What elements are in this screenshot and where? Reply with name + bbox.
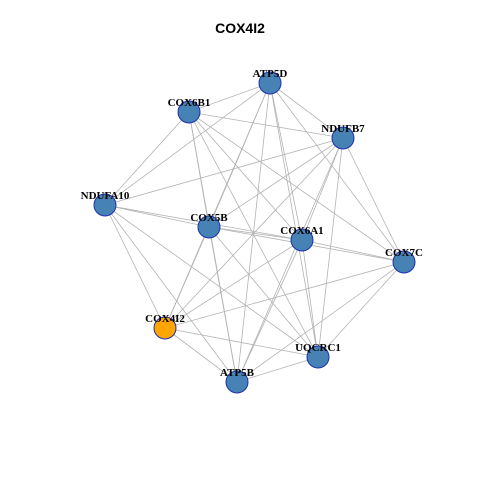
edge-atp5d-cox6a1 <box>269 82 303 241</box>
edge-cox5b-cox4i2 <box>164 226 210 329</box>
edge-ndufb7-cox5b <box>208 137 344 228</box>
node-ndufb7: NDUFB7 <box>321 123 365 150</box>
edge-ndufb7-cox6a1 <box>301 137 344 241</box>
node-label: COX7C <box>385 247 423 259</box>
edge-uqcrc1-atp5b <box>236 356 319 383</box>
edge-atp5d-cox7c <box>269 82 405 263</box>
node-uqcrc1: UQCRC1 <box>295 342 341 369</box>
edge-ndufa10-atp5b <box>104 204 238 383</box>
node-atp5d: ATP5D <box>253 68 288 95</box>
node-label: UQCRC1 <box>295 342 341 354</box>
node-circle <box>331 126 355 150</box>
edge-cox6b1-ndufb7 <box>188 111 344 139</box>
node-circle <box>197 215 221 239</box>
node-cox6b1: COX6B1 <box>168 97 211 124</box>
edge-cox6b1-cox6a1 <box>188 111 303 241</box>
node-label: COX4I2 <box>145 313 185 325</box>
edge-cox6b1-ndufa10 <box>104 111 190 206</box>
edge-cox5b-atp5b <box>208 226 238 383</box>
edge-cox6a1-uqcrc1 <box>301 239 319 358</box>
node-circle <box>93 193 117 217</box>
node-circle <box>177 100 201 124</box>
edge-cox5b-cox6a1 <box>208 226 303 241</box>
edge-ndufa10-uqcrc1 <box>104 204 319 358</box>
edge-cox5b-uqcrc1 <box>208 226 319 358</box>
edge-atp5d-uqcrc1 <box>269 82 319 358</box>
node-circle <box>290 228 314 252</box>
node-label: NDUFB7 <box>321 123 365 135</box>
node-cox5b: COX5B <box>190 212 228 239</box>
figure-title: COX4I2 <box>215 20 265 36</box>
edge-atp5d-cox6b1 <box>188 82 271 113</box>
node-label: NDUFA10 <box>81 190 130 202</box>
edge-cox6a1-atp5b <box>236 239 303 383</box>
node-ndufa10: NDUFA10 <box>81 190 130 217</box>
edge-cox7c-atp5b <box>236 261 405 383</box>
edge-ndufa10-cox5b <box>104 204 210 228</box>
node-label: COX6A1 <box>280 225 323 237</box>
node-cox4i2: COX4I2 <box>145 313 185 340</box>
node-atp5b: ATP5B <box>220 367 255 394</box>
edge-ndufa10-cox4i2 <box>104 204 166 329</box>
edge-layer <box>104 82 405 383</box>
node-circle <box>153 316 177 340</box>
edge-cox7c-cox4i2 <box>164 261 405 329</box>
edge-atp5d-ndufa10 <box>104 82 271 206</box>
edge-cox6a1-cox7c <box>301 239 405 263</box>
edge-cox7c-uqcrc1 <box>317 261 405 358</box>
edge-cox6a1-cox4i2 <box>164 239 303 329</box>
edge-cox6b1-uqcrc1 <box>188 111 319 358</box>
node-cox6a1: COX6A1 <box>280 225 324 252</box>
node-circle <box>225 370 249 394</box>
edge-ndufb7-cox7c <box>342 137 405 263</box>
node-circle <box>258 71 282 95</box>
edge-cox4i2-atp5b <box>164 327 238 383</box>
node-label: ATP5B <box>220 367 255 379</box>
edge-atp5d-atp5b <box>236 82 271 383</box>
edge-cox4i2-uqcrc1 <box>164 327 319 358</box>
node-cox7c: COX7C <box>385 247 423 274</box>
edge-ndufb7-ndufa10 <box>104 137 344 206</box>
edge-ndufb7-atp5b <box>236 137 344 383</box>
node-circle <box>392 250 416 274</box>
edge-cox6b1-cox7c <box>188 111 405 263</box>
edge-atp5d-ndufb7 <box>269 82 344 139</box>
node-circle <box>306 345 330 369</box>
node-label: COX5B <box>190 212 228 224</box>
node-label: COX6B1 <box>168 97 211 109</box>
node-label: ATP5D <box>253 68 288 80</box>
